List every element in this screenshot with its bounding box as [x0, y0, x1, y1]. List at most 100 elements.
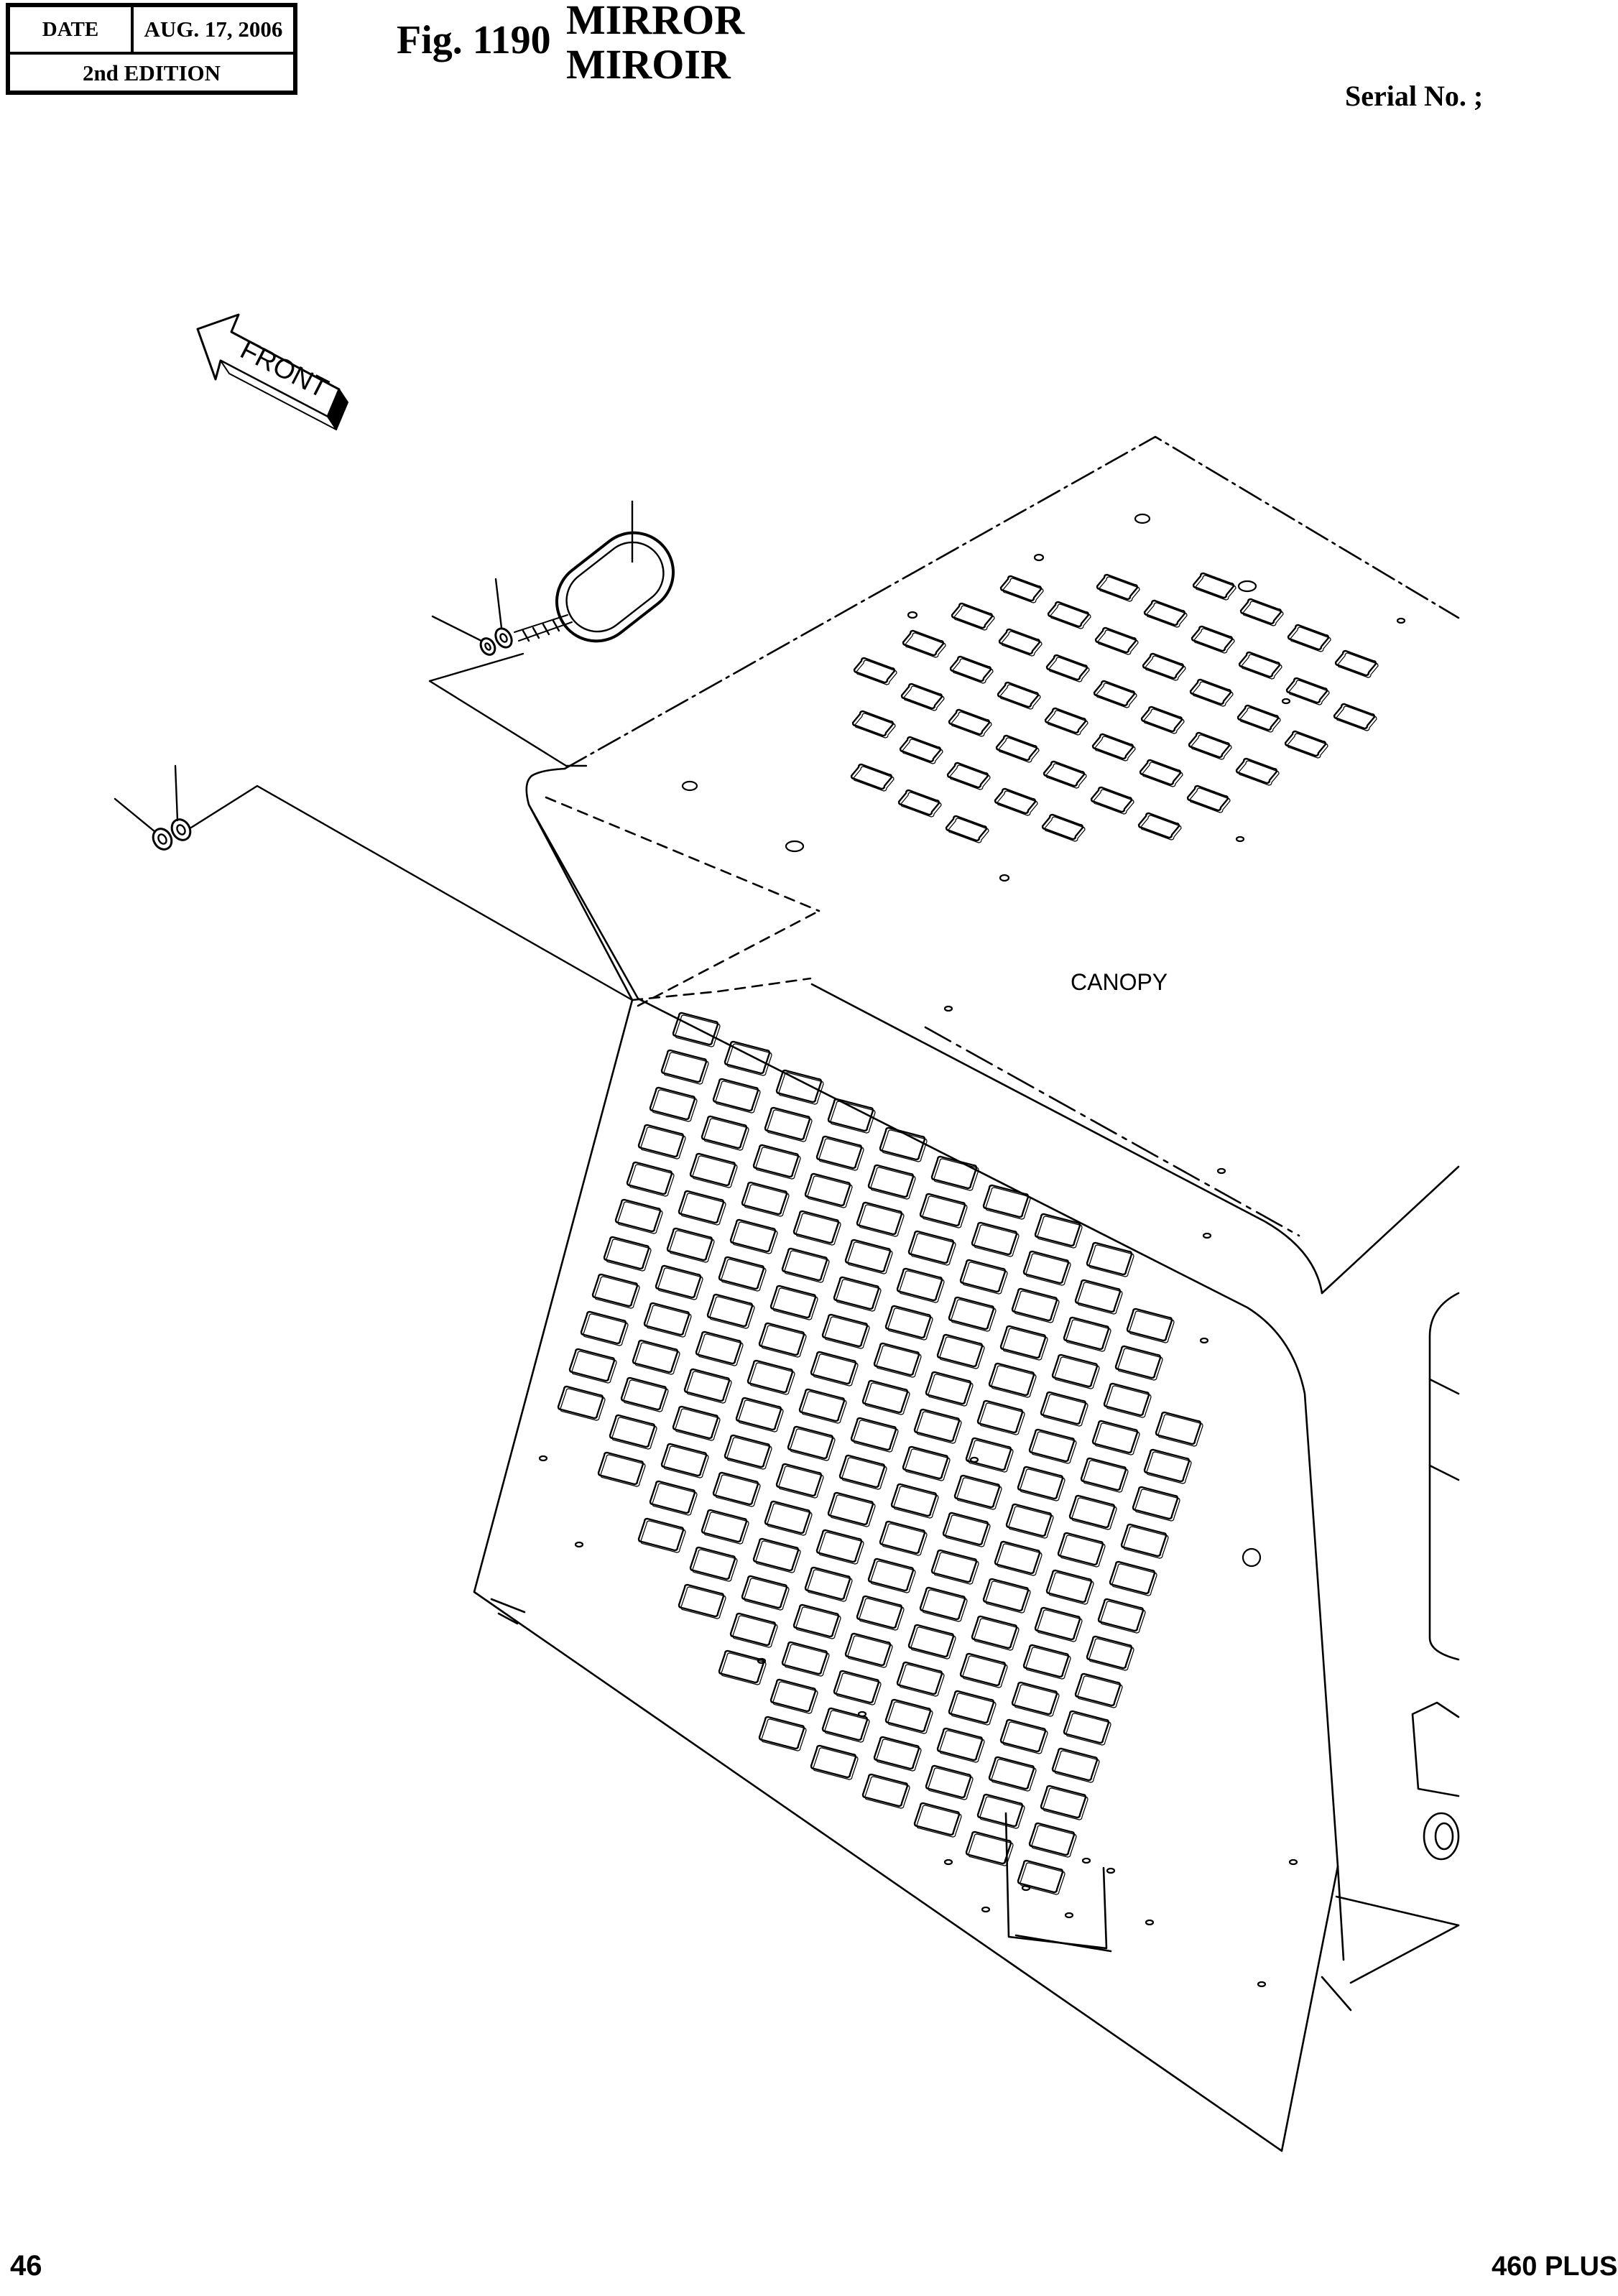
rear-grille-opening: [827, 1491, 874, 1526]
rear-grille-opening: [1097, 1598, 1145, 1632]
rear-grille-opening: [971, 1615, 1018, 1649]
rear-grille-opening: [735, 1397, 782, 1431]
rear-grille-opening: [925, 1764, 972, 1799]
roof-grille-opening: [1043, 760, 1086, 787]
rear-grille-opening: [675, 1014, 721, 1047]
rear-grille-opening: [844, 1632, 892, 1667]
rear-grille-opening: [948, 1690, 995, 1724]
rear-grille-opening: [968, 1833, 1014, 1866]
rear-grille-opening: [678, 1583, 725, 1618]
rear-grille-opening: [902, 1445, 949, 1480]
roof-grille-opening: [902, 629, 945, 657]
roof-grille-opening: [1186, 784, 1229, 812]
roof-grille-opening: [850, 763, 893, 790]
rear-grille-opening: [985, 1580, 1031, 1614]
mounting-hole: [1199, 1337, 1209, 1344]
mounting-hole: [1033, 553, 1045, 562]
rear-grille-opening: [657, 1267, 703, 1300]
rear-grille-opening: [655, 1264, 702, 1299]
washer-icon: [114, 797, 173, 851]
roof-grille-opening: [1336, 705, 1377, 731]
rear-grille-opening: [1063, 1316, 1110, 1351]
rear-grille-opening: [813, 1747, 859, 1780]
rear-grille-opening: [833, 1670, 880, 1704]
rear-grille-opening: [1083, 1460, 1129, 1493]
mounting-hole: [1216, 1167, 1226, 1175]
rear-grille-opening: [1100, 1601, 1146, 1634]
rear-grille-opening: [703, 1512, 749, 1545]
rear-grille-opening: [810, 1351, 857, 1385]
rear-grille-opening: [951, 1299, 997, 1332]
roof-grille-opening: [949, 764, 991, 790]
rear-grille-opening: [847, 1241, 893, 1274]
rear-grille-opening: [680, 1193, 726, 1226]
mounting-hole: [1288, 1858, 1298, 1866]
rear-grille-opening: [887, 1307, 933, 1341]
roof-grille-opening: [994, 787, 1037, 815]
rear-grille-opening: [709, 1296, 755, 1329]
rear-grille-opening: [695, 1330, 742, 1365]
rear-grille-opening: [1025, 1647, 1071, 1680]
rear-grille-opening: [847, 1635, 893, 1668]
revision-date-row: DATE AUG. 17, 2006: [10, 7, 293, 55]
rear-grille-opening: [876, 1345, 922, 1378]
figure-title-french: MIROIR: [566, 41, 731, 88]
roof-grille-opening: [1192, 681, 1234, 707]
roof-grille-opening: [1001, 631, 1043, 657]
roof-grille-opening: [1091, 733, 1134, 760]
roof-grille-opening: [997, 681, 1040, 708]
rear-grille-opening: [910, 1233, 956, 1266]
rear-grille-opening: [1025, 1253, 1071, 1286]
rear-grille-opening: [649, 1480, 696, 1514]
mounting-hole: [1106, 1867, 1116, 1874]
mounting-hole: [981, 1906, 991, 1913]
rear-grille-opening: [919, 1193, 966, 1227]
roof-grille-opening: [903, 685, 945, 711]
rear-grille-opening: [698, 1333, 744, 1366]
rear-grille-opening: [718, 1649, 765, 1684]
rear-grille-opening: [991, 1365, 1037, 1398]
rear-grille-opening: [617, 1201, 663, 1234]
rear-grille-opening: [669, 1230, 715, 1263]
rear-grille-opening: [1074, 1672, 1122, 1707]
roof-grille-opening: [905, 632, 946, 658]
roof-grille-opening: [1285, 677, 1328, 704]
rear-grille-opening: [1020, 1862, 1065, 1895]
rear-grille-opening: [792, 1210, 840, 1244]
rear-grille-opening: [951, 1693, 997, 1726]
rear-grille-opening: [922, 1589, 968, 1622]
rear-grille-opening: [660, 1049, 708, 1083]
rear-grille-opening: [652, 1483, 698, 1516]
rear-grille-opening: [1054, 1750, 1100, 1783]
rear-grille-opening: [752, 1144, 800, 1178]
leader-lines: [190, 784, 634, 1001]
rear-grille-opening: [824, 1710, 870, 1743]
rear-grille-opening: [1086, 1241, 1133, 1276]
rear-grille-opening: [721, 1259, 767, 1292]
rear-grille-opening: [1040, 1391, 1087, 1425]
roof-grille-opening: [1337, 652, 1379, 678]
rear-grille-opening: [1077, 1675, 1123, 1708]
roof-grille-opening: [1044, 707, 1087, 734]
rear-grille-opening: [818, 1532, 864, 1565]
rear-grille-opening: [729, 1218, 777, 1253]
rear-grille-opening: [741, 1181, 788, 1216]
roof-grille-opening: [1142, 762, 1183, 787]
roof-grille-opening: [1047, 710, 1088, 736]
rear-grille-opening: [1051, 1353, 1099, 1388]
rear-grille-opening: [683, 1368, 731, 1402]
rear-grille-opening: [666, 1227, 713, 1262]
rear-grille-opening: [896, 1267, 943, 1302]
rear-grille-opening: [884, 1698, 932, 1733]
rear-grille-opening: [746, 1359, 794, 1394]
roof-grille-opening: [1146, 602, 1188, 628]
roof-grille-opening: [1096, 682, 1137, 708]
rear-grille-opening: [755, 1540, 801, 1573]
rear-grille-opening: [1014, 1684, 1060, 1717]
rear-grille-opening: [1155, 1411, 1202, 1445]
rear-grille-opening: [1017, 1859, 1064, 1894]
rear-grille-opening: [974, 1618, 1020, 1651]
rear-grille-opening: [936, 1333, 984, 1368]
roof-grille-opening: [856, 659, 897, 685]
figure-number: Fig. 1190: [397, 18, 551, 63]
